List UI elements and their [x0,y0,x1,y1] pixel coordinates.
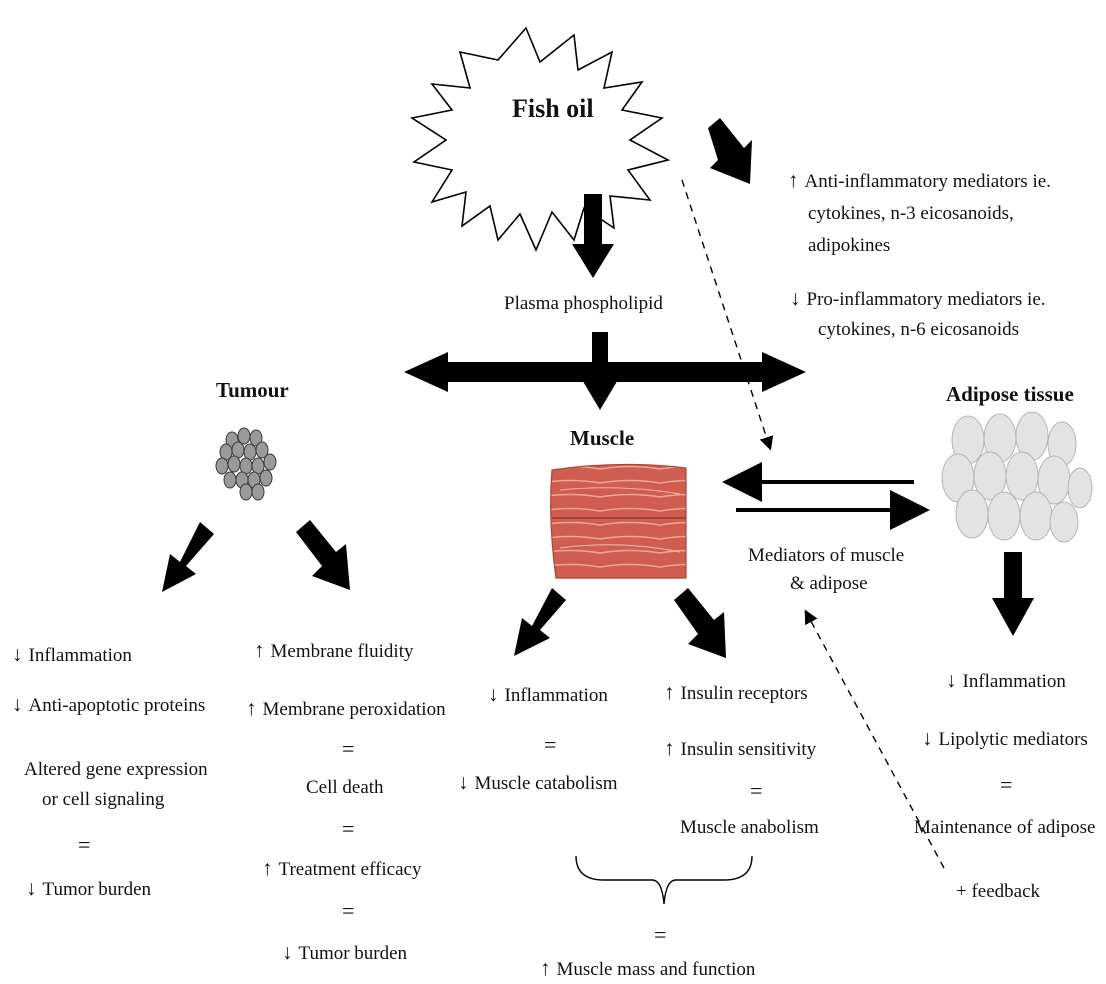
tumour-altered-line2: or cell signaling [42,789,165,810]
dashed-arrow-fish-oil [681,179,774,451]
fish-oil-starburst [409,26,671,253]
down-arrow-icon: ↓ [488,682,499,706]
tumour-left-equals: = [78,832,91,857]
fish-oil-label: Fish oil [512,94,594,123]
muscle-left-arrow [514,588,566,656]
down-arrow-icon: ↓ [282,940,293,964]
fish-oil-down-arrow [572,194,614,278]
tumour-peroxidation: ↑Membrane peroxidation [246,696,446,720]
pro-inflammatory-line1: ↓Pro-inflammatory mediators ie. [790,286,1046,310]
adipose-maintenance: Maintenance of adipose [914,817,1096,838]
tumour-treatment-efficacy: ↑Treatment efficacy [262,856,422,880]
down-arrow-icon: ↓ [26,876,37,900]
muscle-right-equals: = [750,778,763,803]
up-arrow-icon: ↑ [254,638,265,662]
mediators-muscle-adipose-line2: & adipose [790,573,868,594]
anti-inflammatory-line3: adipokines [808,235,891,256]
down-arrow-icon: ↓ [12,642,23,666]
muscle-insulin-receptors: ↑Insulin receptors [664,680,808,704]
down-arrow-icon: ↓ [790,286,801,310]
down-arrow-icon: ↓ [946,668,957,692]
tumour-anti-apoptotic: ↓Anti-apoptotic proteins [12,692,206,716]
anti-inflammatory-line1: ↑Anti-inflammatory mediators ie. [788,168,1051,192]
muscle-anabolism: Muscle anabolism [680,817,819,838]
tumour-altered-line1: Altered gene expression [24,759,208,780]
tumour-right-arrow [296,520,350,590]
tumour-cell-death: Cell death [306,777,384,798]
adipose-inflammation: ↓Inflammation [946,668,1066,692]
muscle-brace [575,855,753,905]
adipose-lipolytic: ↓Lipolytic mediators [922,726,1088,750]
up-arrow-icon: ↑ [540,956,551,980]
up-arrow-icon: ↑ [246,696,257,720]
down-arrow-icon: ↓ [12,692,23,716]
muscle-catabolism: ↓Muscle catabolism [458,770,618,794]
muscle-insulin-sensitivity: ↑Insulin sensitivity [664,736,817,760]
down-arrow-icon: ↓ [922,726,933,750]
up-arrow-icon: ↑ [664,736,675,760]
adipose-title: Adipose tissue [946,382,1074,406]
pro-inflammatory-line2: cytokines, n-6 eicosanoids [818,319,1020,340]
up-arrow-icon: ↑ [262,856,273,880]
adipose-equals: = [1000,772,1013,797]
dashed-arrow-feedback [804,609,945,869]
plasma-phospholipid-label: Plasma phospholipid [504,293,663,314]
mediators-muscle-adipose-line1: Mediators of muscle [748,545,905,566]
muscle-mass-function: ↑Muscle mass and function [540,956,756,980]
muscle-right-arrow [674,588,726,658]
tumour-cells-image [215,427,277,501]
muscle-left-equals: = [544,732,557,757]
tumour-right-equals-1: = [342,736,355,761]
adipose-feedback: + feedback [956,881,1041,902]
muscle-inflammation: ↓Inflammation [488,682,608,706]
tumour-adipose-double-arrow [404,352,806,392]
muscle-tissue-image [550,463,687,579]
tumour-title: Tumour [216,378,289,402]
tumour-inflammation: ↓Inflammation [12,642,132,666]
muscle-title: Muscle [570,426,635,450]
muscle-bottom-equals: = [654,922,667,947]
down-arrow-icon: ↓ [458,770,469,794]
up-arrow-icon: ↑ [664,680,675,704]
tumour-right-burden: ↓Tumor burden [282,940,408,964]
fish-oil-diagonal-arrow [708,118,752,184]
tumour-left-arrow [162,522,214,592]
tumour-fluidity: ↑Membrane fluidity [254,638,414,662]
anti-inflammatory-line2: cytokines, n-3 eicosanoids, [808,203,1014,224]
tumour-left-burden: ↓Tumor burden [26,876,152,900]
tumour-right-equals-3: = [342,898,355,923]
tumour-right-equals-2: = [342,816,355,841]
up-arrow-icon: ↑ [788,168,799,192]
adipose-cells-image [941,411,1093,543]
adipose-down-arrow [992,552,1034,636]
